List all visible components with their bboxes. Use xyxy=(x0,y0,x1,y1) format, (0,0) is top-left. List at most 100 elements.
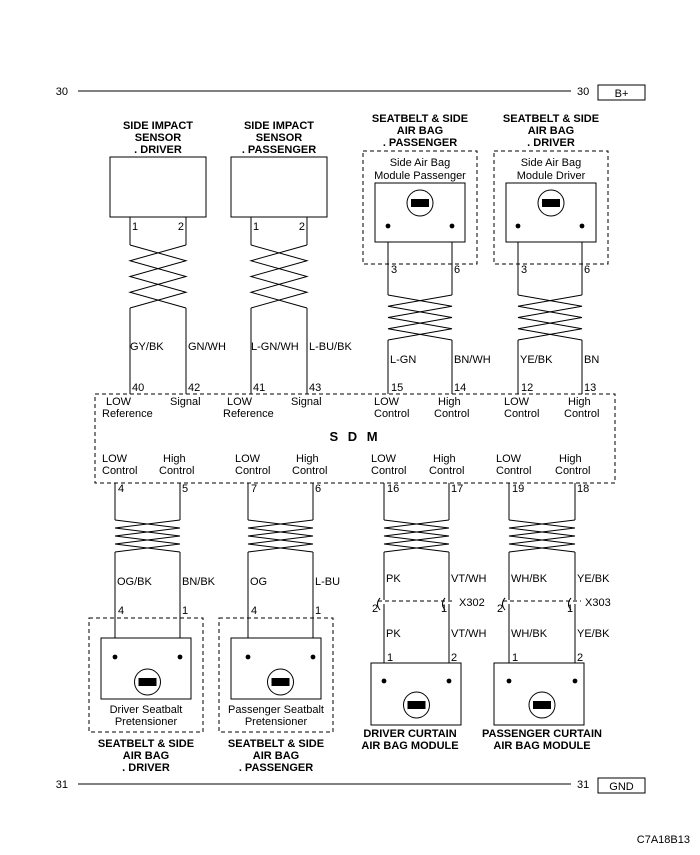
pretensioner-passenger-wire-a-color: OG xyxy=(250,576,267,588)
curtain-driver-twist-a xyxy=(383,519,450,553)
curtain-driver-pin-a: 1 xyxy=(387,652,393,664)
sensor-driver-sdm-pin-b: 42 xyxy=(188,382,200,394)
sensor-driver-pin-2: 2 xyxy=(178,221,184,233)
side-airbag-passenger-outline xyxy=(362,150,478,265)
pretensioner-driver-module-label-2: Pretensioner xyxy=(115,716,178,728)
pretensioner-passenger-switch-dot-left xyxy=(245,654,251,660)
curtain-passenger-wire-a-color-lower: WH/BK xyxy=(511,628,548,640)
sensor-passenger-box xyxy=(230,156,328,218)
side-airbag-passenger-wire-a-color: L-GN xyxy=(390,354,416,366)
pretensioner-driver-title-1: SEATBELT & SIDE xyxy=(98,738,194,750)
rail-bottom-left-number: 31 xyxy=(56,779,68,791)
pretensioner-driver-module-label-1: Driver Seatbalt xyxy=(110,704,183,716)
pretensioner-passenger-twist-a xyxy=(247,519,314,553)
side-airbag-passenger-twist-b xyxy=(387,294,453,341)
pretensioner-passenger-wire-b-color: L-BU xyxy=(315,576,340,588)
pretensioner-passenger-sdm-label-a1: LOW xyxy=(235,453,261,465)
sensor-driver-sdm-label-b: Signal xyxy=(170,396,201,408)
curtain-passenger-sdm-pin-b: 18 xyxy=(577,483,589,495)
side-airbag-passenger-wire-b-color: BN/WH xyxy=(454,354,491,366)
pretensioner-driver-squib-element xyxy=(138,678,157,686)
curtain-passenger-connector-name: X303 xyxy=(585,597,611,609)
sensor-driver-title-3: . DRIVER xyxy=(134,144,182,156)
sensor-passenger-pin-1: 1 xyxy=(253,221,259,233)
sensor-passenger-sdm-label-a1: LOW xyxy=(227,396,253,408)
sensor-driver-title-2: SENSOR xyxy=(135,132,182,144)
curtain-passenger-pin-b: 2 xyxy=(577,652,583,664)
pretensioner-driver-pin-a: 4 xyxy=(118,605,124,617)
sensor-passenger-title-3: . PASSENGER xyxy=(242,144,316,156)
curtain-passenger-squib-element xyxy=(533,701,551,709)
curtain-driver-switch-dot-left xyxy=(381,678,387,684)
gnd-label-box xyxy=(597,777,646,794)
curtain-driver-sdm-label-a2: Control xyxy=(371,465,406,477)
pretensioner-driver-wire-a-color: OG/BK xyxy=(117,576,153,588)
curtain-passenger-connector-pin-a: 2 xyxy=(497,603,503,615)
sensor-passenger-pin-2: 2 xyxy=(299,221,305,233)
sensor-passenger-sdm-label-a2: Reference xyxy=(223,408,274,420)
curtain-passenger-twist-b xyxy=(508,519,576,553)
curtain-driver-wire-a-color-lower: PK xyxy=(386,628,401,640)
side-airbag-passenger-pin-a: 3 xyxy=(391,264,397,276)
side-airbag-driver-wire-a-color: YE/BK xyxy=(520,354,553,366)
curtain-passenger-sdm-label-a1: LOW xyxy=(496,453,522,465)
side-airbag-passenger-switch-dot-left xyxy=(385,223,391,229)
curtain-passenger-title-2: AIR BAG MODULE xyxy=(493,740,590,752)
side-airbag-passenger-pin-b: 6 xyxy=(454,264,460,276)
curtain-passenger-pin-a: 1 xyxy=(512,652,518,664)
side-airbag-driver-wire-b-color: BN xyxy=(584,354,599,366)
side-airbag-passenger-sdm-label-b2: Control xyxy=(434,408,469,420)
sensor-driver-twist-b xyxy=(128,244,188,309)
pretensioner-driver-switch-dot-left xyxy=(112,654,118,660)
pretensioner-passenger-pin-b: 1 xyxy=(315,605,321,617)
sensor-passenger-title-1: SIDE IMPACT xyxy=(244,120,314,132)
sensor-driver-sdm-label-a2: Reference xyxy=(102,408,153,420)
pretensioner-passenger-title-1: SEATBELT & SIDE xyxy=(228,738,324,750)
side-airbag-driver-sdm-label-b1: High xyxy=(568,396,591,408)
pretensioner-driver-switch-dot-right xyxy=(177,654,183,660)
curtain-passenger-connector-arc-left xyxy=(502,597,506,611)
pretensioner-passenger-squib-element xyxy=(271,678,290,686)
sensor-driver-wire-a-color: GY/BK xyxy=(130,341,164,353)
sdm-label: S D M xyxy=(329,429,380,444)
curtain-driver-connector-arc-left xyxy=(377,597,381,611)
side-airbag-driver-outline xyxy=(493,150,609,265)
side-airbag-passenger-sdm-label-b1: High xyxy=(438,396,461,408)
side-airbag-passenger-title-3: . PASSENGER xyxy=(383,137,457,149)
curtain-driver-wire-b-color: VT/WH xyxy=(451,573,486,585)
pretensioner-driver-sdm-pin-b: 5 xyxy=(182,483,188,495)
pretensioner-passenger-sdm-pin-b: 6 xyxy=(315,483,321,495)
pretensioner-passenger-sdm-pin-a: 7 xyxy=(251,483,257,495)
curtain-passenger-sdm-label-a2: Control xyxy=(496,465,531,477)
pretensioner-passenger-module-label-1: Passenger Seatbalt xyxy=(228,704,324,716)
sensor-driver-sdm-label-a1: LOW xyxy=(106,396,132,408)
side-airbag-driver-title-1: SEATBELT & SIDE xyxy=(503,113,599,125)
pretensioner-passenger-title-2: AIR BAG xyxy=(253,750,299,762)
sdm-module-outline xyxy=(94,393,616,484)
curtain-driver-wire-a-color: PK xyxy=(386,573,401,585)
side-airbag-driver-switch-dot-left xyxy=(515,223,521,229)
curtain-passenger-connector-arc-right xyxy=(568,597,572,611)
figure-id: C7A18B13 xyxy=(637,834,690,846)
sensor-driver-title-1: SIDE IMPACT xyxy=(123,120,193,132)
b-plus-label: B+ xyxy=(615,88,629,100)
rail-bottom-right-number: 31 xyxy=(577,779,589,791)
side-airbag-driver-title-2: AIR BAG xyxy=(528,125,574,137)
curtain-passenger-connector-pin-b: 1 xyxy=(567,603,573,615)
curtain-passenger-switch-dot-right xyxy=(572,678,578,684)
wires-layer xyxy=(78,90,583,785)
pretensioner-driver-twist-b xyxy=(114,519,181,553)
curtain-driver-connector-arc-right xyxy=(442,597,446,611)
side-airbag-driver-pin-b: 6 xyxy=(584,264,590,276)
pretensioner-driver-pin-b: 1 xyxy=(182,605,188,617)
pretensioner-passenger-sdm-label-a2: Control xyxy=(235,465,270,477)
sensor-driver-box xyxy=(109,156,207,218)
pretensioner-driver-sdm-label-a2: Control xyxy=(102,465,137,477)
curtain-driver-squib-element xyxy=(407,701,426,709)
curtain-passenger-title-1: PASSENGER CURTAIN xyxy=(482,728,602,740)
curtain-driver-title-2: AIR BAG MODULE xyxy=(361,740,458,752)
curtain-driver-twist-b xyxy=(383,519,450,553)
gnd-label: GND xyxy=(609,781,634,793)
sensor-driver-pin-1: 1 xyxy=(132,221,138,233)
side-airbag-driver-module-label-1: Side Air Bag xyxy=(521,157,582,169)
